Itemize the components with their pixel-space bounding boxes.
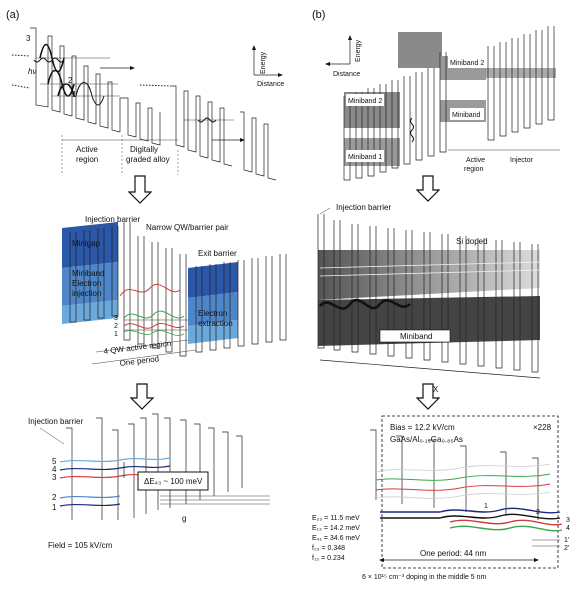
injection-barrier-label: Injection barrier	[85, 215, 140, 224]
active-region-label-2: region	[76, 155, 98, 164]
b-injection-barrier-label: Injection barrier	[336, 203, 391, 212]
b-level-1p: 1'	[564, 537, 569, 544]
bottom-level-1: 1	[52, 503, 57, 512]
minigap-label: Minigap	[72, 239, 101, 248]
electron-injection-label-2: injection	[72, 289, 101, 298]
miniband-1-left-label: Miniband 1	[348, 154, 382, 161]
level-3-label: 3	[26, 34, 31, 43]
narrow-qw-label: Narrow QW/barrier pair	[146, 223, 229, 232]
mid-level-1: 1	[114, 331, 118, 338]
bottom-level-3: 3	[52, 473, 57, 482]
b-level-2p: 2'	[564, 545, 569, 552]
mid-level-2: 2	[114, 323, 118, 330]
panel-b-middle-diagram: Miniband Injection barrier Si doped 45X	[317, 203, 541, 394]
one-period-label-a: One period	[119, 354, 159, 368]
exit-barrier-label: Exit barrier	[198, 249, 237, 258]
graded-alloy-label-1: Digitally	[130, 145, 158, 154]
si-doped-label: Si doped	[456, 237, 488, 246]
bottom-level-5: 5	[52, 457, 57, 466]
b-level-3: 3	[566, 517, 570, 524]
panel-a-tag: (a)	[6, 9, 19, 21]
injection-barrier-label-b: Injection barrier	[28, 417, 83, 426]
down-arrow-b2	[415, 383, 441, 410]
panel-a-top-diagram: 3 2 1 hν Energy Distance Active region D…	[11, 27, 284, 181]
miniband-2-left-label: Miniband 2	[348, 98, 382, 105]
b-active-region-label-2: region	[464, 166, 484, 173]
b-one-period-label: One period: 44 nm	[420, 549, 487, 558]
miniband-1-right-label: Miniband	[452, 112, 481, 119]
bottom-level-2: 2	[52, 493, 57, 502]
delta-e-label: ΔE₄₃ ~ 100 meV	[144, 477, 203, 486]
b-level-2: 2	[536, 509, 540, 516]
b-level-4: 4	[566, 525, 570, 532]
electron-extraction-label-2: extraction	[198, 319, 233, 328]
injector-label: Injector	[510, 157, 534, 164]
level-1-label: 1	[72, 90, 77, 99]
e13-label: E₁₃ = 14.2 meV	[312, 525, 360, 532]
b-active-region-label-1: Active	[466, 157, 485, 164]
panel-b-top-diagram: Energy Distance Miniband 2 Miniband 2 Mi…	[325, 26, 560, 181]
hv-label: hν	[28, 67, 36, 76]
miniband-2-right-label: Miniband 2	[450, 60, 484, 67]
panel-b-bottom-diagram: Bias = 12.2 kV/cm ×228 GaAs/Al₀.₁₅Ga₀.₈₅…	[312, 415, 570, 581]
axis-distance-label: Distance	[257, 81, 284, 88]
e41-label: E₄₁ = 34.6 meV	[312, 535, 360, 542]
mid-level-3: 3	[114, 315, 118, 322]
panel-a-bottom-diagram: ΔE₄₃ ~ 100 meV Injection barrier 5 4 3 2…	[28, 413, 270, 550]
f13-label: f₁₃ = 0.234	[312, 555, 345, 562]
doping-label: 6 × 10¹⁵ cm⁻³ doping in the middle 5 nm	[362, 574, 486, 581]
field-label: Field = 105 kV/cm	[48, 541, 113, 550]
panel-a-middle-diagram: Injection barrier Narrow QW/barrier pair…	[62, 215, 287, 368]
bottom-level-4: 4	[52, 465, 57, 474]
active-region-label-1: Active	[76, 145, 98, 154]
miniband-label: Miniband	[72, 269, 104, 278]
down-arrow-b1	[415, 175, 441, 202]
f23-label: f₂₃ = 0.348	[312, 545, 345, 552]
e23-label: E₂₃ = 11.5 meV	[312, 515, 360, 522]
down-arrow-a1	[127, 175, 153, 204]
b-axis-distance-label: Distance	[333, 71, 360, 78]
b-level-1: 1	[484, 503, 488, 510]
graded-alloy-label-2: graded alloy	[126, 155, 170, 164]
electron-injection-label-1: Electron	[72, 279, 101, 288]
g-label: g	[182, 514, 186, 523]
down-arrow-a2	[129, 383, 155, 410]
level-2-label: 2	[68, 76, 73, 85]
b-axis-energy-label: Energy	[355, 39, 362, 62]
axis-energy-label: Energy	[260, 51, 267, 74]
panel-b-tag: (b)	[312, 9, 325, 21]
electron-extraction-label-1: Electron	[198, 309, 227, 318]
qw-active-label: 4 QW active region	[103, 339, 172, 356]
material-label: GaAs/Al₀.₁₅Ga₀.₈₅As	[390, 435, 463, 444]
bias-label: Bias = 12.2 kV/cm	[390, 423, 455, 432]
multiplier-label: ×228	[533, 423, 552, 432]
b-miniband-label: Miniband	[400, 332, 432, 341]
